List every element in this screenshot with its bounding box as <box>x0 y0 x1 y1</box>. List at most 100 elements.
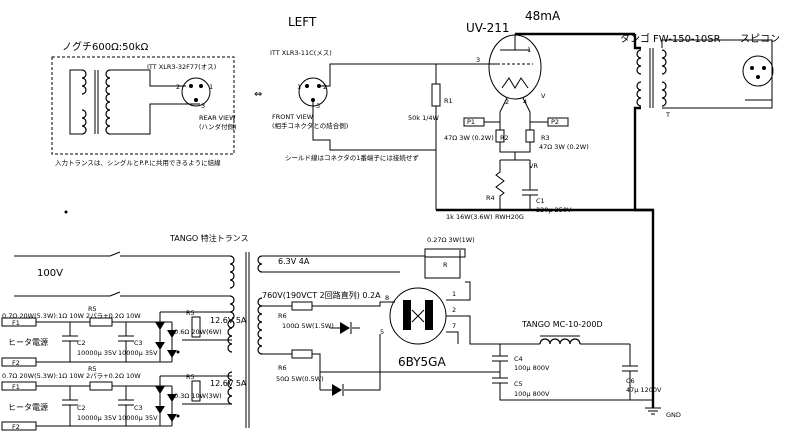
c5-label: C5 <box>514 380 523 388</box>
r5c-label: R5 <box>88 365 97 373</box>
r2-value-left: 47Ω 3W (0.2W) <box>444 134 494 142</box>
f1b-label: F1 <box>12 383 20 391</box>
f2b-label: F2 <box>12 423 20 431</box>
rectifier-6by5ga: 1 2 7 8 5 <box>380 287 456 345</box>
r2-label: R2 <box>500 134 509 142</box>
pin-label: 3 <box>201 102 205 110</box>
rear-view-sub: (ハンダ付側) <box>199 122 237 131</box>
pin-label: 1 <box>209 83 213 91</box>
r5-right-b: 0.3Ω 10W(3W) <box>174 392 222 400</box>
xlr-rear-connector: 1 2 3 <box>176 77 213 110</box>
speaker-label: スピコン <box>740 33 780 45</box>
pin-label: 1 <box>452 290 456 298</box>
c4-label: C4 <box>514 355 523 363</box>
r5-right-a: 0.6Ω 20W(6W) <box>174 328 222 336</box>
r5b-label: R5 <box>186 309 195 317</box>
r1-value: 50k 1/4W <box>408 114 440 122</box>
heater-psu-b-label: ヒータ電源 <box>8 403 48 412</box>
c3b-label: C3 <box>134 404 143 412</box>
r6b-value: 50Ω 5W(0.5W) <box>276 375 324 383</box>
input-trans-ratio: 600Ω:50kΩ <box>92 42 149 53</box>
c2-label: C2 <box>77 339 86 347</box>
heater-psu-label: ヒータ電源 <box>8 338 48 347</box>
pin-label: 5 <box>380 328 384 336</box>
vr-label: VR <box>529 162 538 170</box>
hv-tap-label: 760V(190VCT 2回路直列) 0.2A <box>262 290 381 300</box>
r6-value: 100Ω 5W(1.5W) <box>282 322 334 330</box>
r5d-label: R5 <box>186 373 195 381</box>
input-trans-title: ノグチ <box>62 40 92 53</box>
mains-label: 100V <box>37 268 63 279</box>
c2-value: 10000μ 35V <box>77 349 117 357</box>
main-tube-label: UV-211 <box>466 21 510 35</box>
power-trans-label: TANGO 特注トランス <box>169 233 249 243</box>
gnd-label: GND <box>666 411 681 419</box>
input-transformer <box>69 69 200 135</box>
front-view-label: FRONT VIEW <box>272 113 314 121</box>
pin-label: 8 <box>385 294 389 302</box>
input-box <box>51 56 235 155</box>
r-bleed-resistor <box>424 248 466 258</box>
r1-resistor <box>431 83 441 107</box>
left-title: LEFT <box>288 15 317 29</box>
uv211-triode: 3 4 1 2 <box>476 34 542 106</box>
r3-value: 47Ω 3W (0.2W) <box>539 143 589 151</box>
c2b-label: C2 <box>77 404 86 412</box>
r4-value: 1k 16W(3.6W) <box>446 213 493 221</box>
pin-label: 2 <box>323 83 327 91</box>
c5-value: 100μ 800V <box>514 390 550 398</box>
c1-label: C1 <box>536 197 545 205</box>
r4-label: R4 <box>486 194 495 202</box>
c3-value: 10000μ 35V <box>118 349 158 357</box>
output-transformer <box>636 48 667 108</box>
r1-label: R1 <box>444 97 453 105</box>
c6-label: C6 <box>626 377 635 385</box>
xlr-front-connector: 1 2 3 <box>297 77 328 110</box>
rear-view-label: REAR VIEW <box>199 114 236 122</box>
pin-label: 2 <box>176 83 180 91</box>
choke-label: TANGO MC-10-200D <box>521 320 603 329</box>
pin-label: 1 <box>297 83 301 91</box>
plate-current: 48mA <box>525 9 561 23</box>
r3-label: R3 <box>541 134 550 142</box>
r-bleed-label: R <box>443 261 448 269</box>
r6b-label: R6 <box>278 364 287 372</box>
arrow-sign: ⇔ <box>254 89 262 100</box>
c4-value: 100μ 800V <box>514 364 550 372</box>
pin-label: 7 <box>452 322 456 330</box>
output-trans-maker: タンゴ <box>620 32 650 45</box>
r5-label: R5 <box>88 305 97 313</box>
v-b-label: 12.6V 5A <box>210 379 247 388</box>
r6-label: R6 <box>278 312 287 320</box>
p1-label: P1 <box>467 118 475 126</box>
r-bleed-value: 0.27Ω 3W(1W) <box>427 236 475 244</box>
pin-label: 3 <box>316 102 320 110</box>
heater-tap-label: 6.3V 4A <box>278 257 310 266</box>
t-mark: T <box>665 111 670 119</box>
pin-label: 1 <box>527 46 531 54</box>
heater-b-r-label: 0.7Ω 20W(5.3W):1Ω 10W 2パラ+0.2Ω 10W <box>2 372 141 380</box>
xlr-front-label: ITT XLR3-11C(メス) <box>270 49 332 57</box>
pin-label: 2 <box>505 98 509 106</box>
pin-label: 3 <box>476 56 480 64</box>
shield-note: シールド線はコネクタの1番端子には接続せず <box>285 153 419 162</box>
c6-value: 47μ 1200V <box>626 386 662 394</box>
speakon-connector <box>742 55 774 87</box>
c3b-value: 10000μ 35V <box>118 414 158 422</box>
power-transformer <box>227 252 263 428</box>
rect-tube-label: 6BY5GA <box>398 355 446 369</box>
input-note: 入力トランスは、シングルとP.P.に共用できるように結線 <box>55 158 221 167</box>
front-view-sub: (相手コネクタとの結合側) <box>272 121 348 130</box>
heater-a-r-label: 0.7Ω 20W(5.3W):1Ω 10W 2パラ+0.2Ω 10W <box>2 312 141 320</box>
f1-label: F1 <box>12 319 20 327</box>
output-trans-model: FW-150-10SR <box>653 34 721 45</box>
pin-label: 2 <box>452 306 456 314</box>
v-a-label: 12.6V 5A <box>210 316 247 325</box>
c3-label: C3 <box>134 339 143 347</box>
r4-part: RWH20G <box>495 213 524 221</box>
input-conn-rear: ITT XLR3-32F77(オス) <box>147 63 216 71</box>
c2b-value: 10000μ 35V <box>77 414 117 422</box>
p2-label: P2 <box>551 118 559 126</box>
v-label: V <box>541 92 546 100</box>
